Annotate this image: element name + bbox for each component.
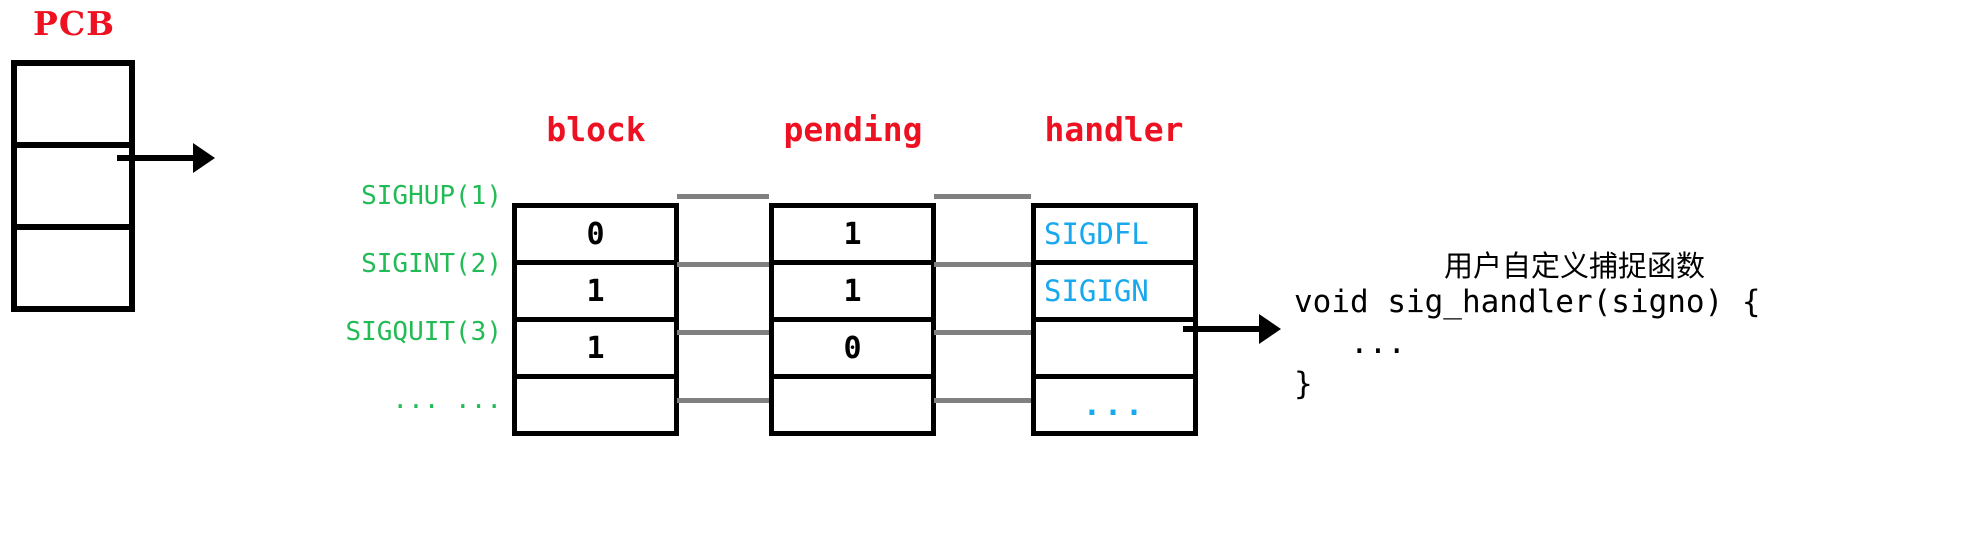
signal-label-sigint: SIGINT(2) <box>361 249 502 279</box>
signal-label-sighup: SIGHUP(1) <box>361 181 502 211</box>
code-line-body: ... <box>1294 325 1406 361</box>
pcb-title: PCB <box>33 4 115 43</box>
column-header-block: block <box>546 110 646 149</box>
handler-to-code-arrow-head <box>1259 314 1281 344</box>
user-handler-caption: 用户自定义捕捉函数 <box>1444 249 1706 283</box>
block-cell: 0 <box>586 216 605 252</box>
code-line-close: } <box>1294 366 1313 402</box>
pending-cell: 0 <box>774 317 931 374</box>
pcb-to-table-arrow-line <box>117 155 197 161</box>
pending-cell <box>774 374 931 431</box>
connector-pending-handler <box>934 194 1031 199</box>
column-header-handler: handler <box>1044 110 1184 149</box>
pending-cell: 1 <box>774 260 931 317</box>
block-column-table: 0 1 1 <box>512 203 679 436</box>
connector-pending-handler <box>934 398 1031 403</box>
pcb-row <box>17 224 129 306</box>
block-cell: 1 <box>517 317 674 374</box>
block-cell: 1 <box>517 260 674 317</box>
handler-to-code-arrow-line <box>1183 326 1263 332</box>
pending-column-table: 1 1 0 <box>769 203 936 436</box>
block-cell <box>517 374 674 431</box>
signal-label-sigquit: SIGQUIT(3) <box>345 317 502 347</box>
connector-pending-handler <box>934 330 1031 335</box>
pcb-box <box>11 60 135 312</box>
connector-block-pending <box>677 194 769 199</box>
handler-column-table: SIGDFL SIGIGN ... <box>1031 203 1198 436</box>
column-header-pending: pending <box>783 110 923 149</box>
signal-label-ellipsis: ... ... <box>392 385 502 415</box>
pending-cell: 1 <box>843 216 862 252</box>
code-line-signature: void sig_handler(signo) { <box>1294 284 1761 320</box>
handler-cell-ellipsis: ... <box>1036 374 1193 431</box>
connector-block-pending <box>677 398 769 403</box>
pcb-to-table-arrow-head <box>193 143 215 173</box>
connector-block-pending <box>677 330 769 335</box>
handler-cell: SIGIGN <box>1036 260 1193 317</box>
connector-block-pending <box>677 262 769 267</box>
connector-pending-handler <box>934 262 1031 267</box>
pcb-row <box>17 142 129 224</box>
handler-cell <box>1036 317 1193 374</box>
handler-cell: SIGDFL <box>1044 217 1149 251</box>
pcb-row <box>17 66 129 142</box>
